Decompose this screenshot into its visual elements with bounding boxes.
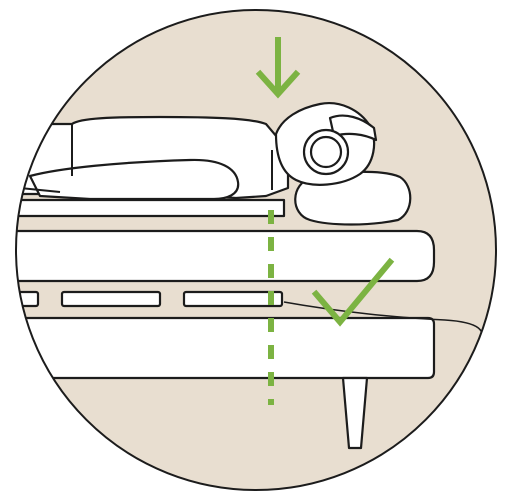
slat xyxy=(16,290,40,308)
mattress-top-layer xyxy=(16,198,286,218)
person-arm xyxy=(28,158,240,201)
background-circle-outline xyxy=(15,9,497,491)
checkmark-icon xyxy=(311,257,395,327)
bed-leg xyxy=(341,376,369,450)
slat xyxy=(182,290,284,308)
slat xyxy=(60,290,162,308)
headphone-band xyxy=(328,114,378,142)
bed-frame xyxy=(16,316,436,380)
headphone-earcup-inner xyxy=(309,135,343,169)
arrow-down-icon xyxy=(255,37,301,99)
mattress xyxy=(16,229,436,283)
body-crease xyxy=(19,187,61,193)
scene-content xyxy=(16,37,484,450)
